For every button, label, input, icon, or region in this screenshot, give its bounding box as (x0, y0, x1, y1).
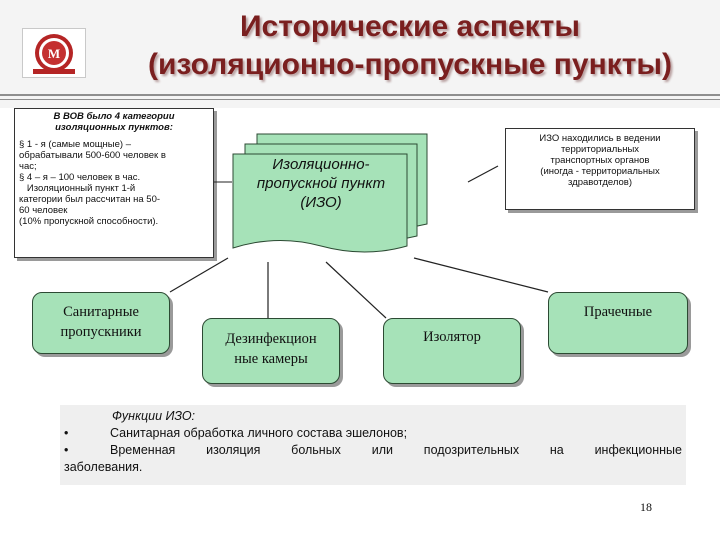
page-number: 18 (640, 500, 652, 514)
izo-info-line: ИЗО находились в ведении (539, 133, 661, 144)
node-disinfection-line-1: Дезинфекцион (225, 331, 317, 347)
title-line-1: Исторические аспекты (239, 10, 580, 43)
izo-info-line: территориальных (560, 144, 640, 155)
bullet-icon: • (64, 426, 69, 440)
wwii-line: обрабатывали 500-600 человек в (19, 150, 166, 161)
izo-info-line: (иногда - территориальных (540, 166, 660, 177)
node-laundry: Прачечные (548, 292, 688, 354)
izo-center-label: Изоляционно- пропускной пункт (ИЗО) (232, 155, 410, 212)
node-sanitary-line-2: пропускники (60, 324, 142, 340)
wwii-line: час; (19, 161, 37, 172)
node-sanitary-checkpoints: Санитарные пропускники (32, 292, 170, 354)
node-laundry-label: Прачечные (583, 304, 653, 320)
wwii-line: § 1 - я (самые мощные) – (19, 139, 131, 150)
wwii-heading-line-1: В ВОВ было 4 категории (53, 111, 175, 122)
wwii-line: § 4 – я – 100 человек в час. (19, 172, 141, 183)
wwii-line: (10% пропускной способности). (19, 216, 159, 227)
wwii-heading-line-2: изоляционных пунктов: (55, 122, 173, 133)
page-title: Исторические аспекты (изоляционно-пропус… (110, 8, 710, 84)
izo-center-line-3: (ИЗО) (300, 194, 342, 211)
node-isolator: Изолятор (383, 318, 521, 384)
functions-heading: Функции ИЗО: (112, 409, 196, 423)
title-line-2: (изоляционно-пропускные пункты) (147, 48, 673, 81)
node-disinfection-chambers: Дезинфекцион ные камеры (202, 318, 340, 384)
node-disinfection-line-2: ные камеры (234, 351, 308, 367)
header-divider (0, 94, 720, 96)
wwii-line: Изоляционный пункт 1-й (19, 183, 136, 194)
wwii-line: категории был рассчитан на 50- (19, 194, 161, 205)
node-sanitary-line-1: Санитарные (63, 304, 139, 320)
functions-item: • Временная изоляция больных или подозри… (64, 442, 682, 459)
wwii-line: 60 человек (19, 205, 68, 216)
izo-center-node (225, 128, 435, 268)
wwii-categories-box: В ВОВ было 4 категории изоляционных пунк… (14, 108, 214, 258)
stacked-documents-icon (232, 133, 428, 253)
izo-info-line: транспортных органов (550, 155, 650, 166)
izo-center-line-2: пропускной пункт (256, 175, 386, 192)
izo-functions-box: Функции ИЗО: • Санитарная обработка личн… (60, 405, 686, 485)
svg-text:M: M (48, 46, 60, 61)
node-isolator-label: Изолятор (423, 329, 481, 345)
institution-crest-icon: M (22, 28, 86, 78)
functions-item-2-text: Временная изоляция больных или подозрите… (110, 443, 682, 457)
header-divider-thin (0, 99, 720, 100)
izo-jurisdiction-box: ИЗО находились в ведении территориальных… (505, 128, 695, 210)
header-band (0, 0, 720, 108)
functions-item-1-text: Санитарная обработка личного состава эше… (110, 426, 408, 440)
bullet-icon: • (64, 443, 69, 457)
izo-center-line-1: Изоляционно- (272, 156, 370, 173)
izo-info-line: здравотделов) (568, 177, 632, 188)
functions-item: • Санитарная обработка личного состава э… (64, 425, 682, 442)
functions-item-2-continuation: заболевания. (64, 460, 143, 474)
